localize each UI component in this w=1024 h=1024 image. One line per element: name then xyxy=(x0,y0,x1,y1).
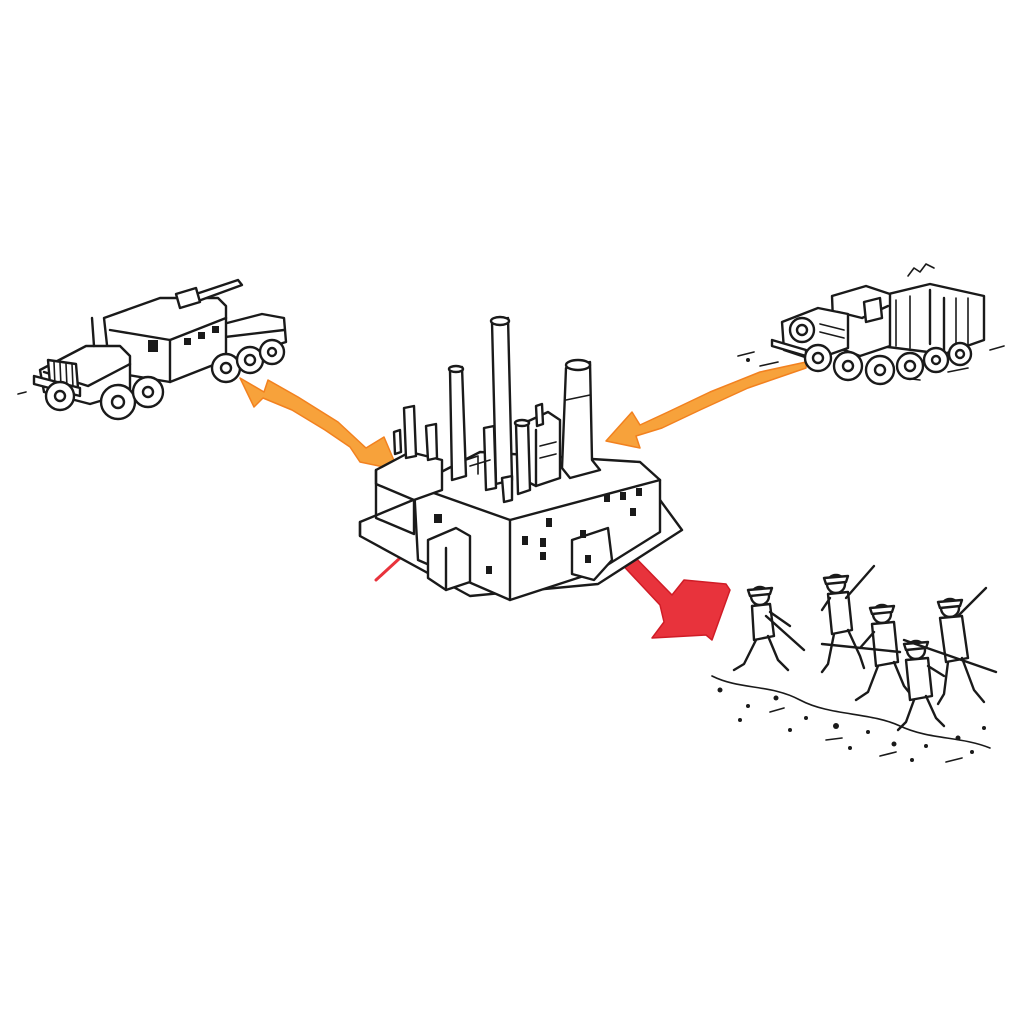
soldier-1 xyxy=(732,585,806,672)
arrow-cargo-truck-to-factory xyxy=(605,361,807,449)
arrow-factory-to-artillery-truck xyxy=(239,377,399,471)
factory-icon xyxy=(358,315,684,602)
artillery-truck-icon xyxy=(17,278,288,421)
soldier-5 xyxy=(902,586,998,706)
cargo-truck-icon xyxy=(737,263,1005,386)
soldier-3 xyxy=(820,603,914,702)
soldier-2 xyxy=(820,564,876,674)
soldiers-icon xyxy=(711,564,998,763)
